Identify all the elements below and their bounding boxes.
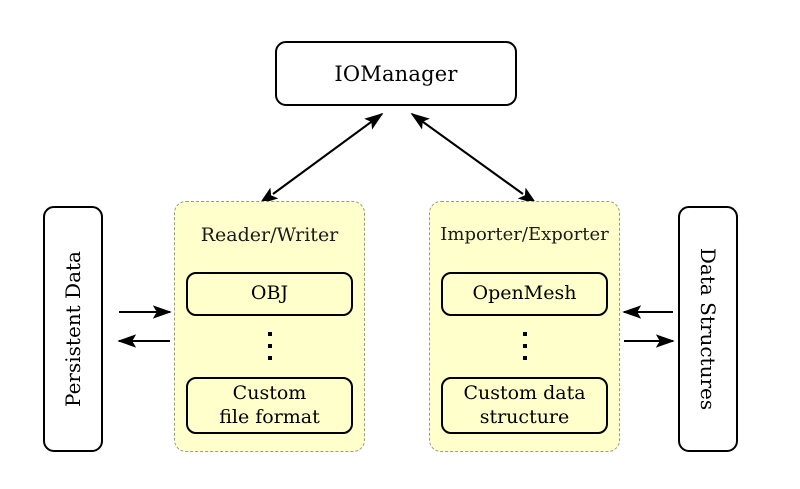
importer-exporter-title: Importer/Exporter: [440, 224, 609, 245]
arrow-manager-readerwriter: [259, 113, 384, 205]
persistent-data-box: Persistent Data: [43, 206, 103, 452]
custom-data-line-1: Custom data: [463, 381, 586, 404]
custom-line-2: file format: [219, 405, 320, 428]
importer-exporter-item-openmesh: OpenMesh: [441, 272, 608, 316]
reader-writer-item-custom: Custom file format: [186, 377, 353, 434]
data-structures-label: Data Structures: [696, 247, 720, 411]
importer-exporter-panel: Importer/Exporter OpenMesh Custom data s…: [429, 201, 620, 452]
reader-writer-item-obj-label: OBJ: [250, 282, 289, 305]
importer-exporter-item-custom-label: Custom data structure: [463, 382, 585, 430]
data-structures-box: Data Structures: [678, 206, 738, 452]
reader-writer-title: Reader/Writer: [200, 224, 339, 246]
persistent-data-label: Persistent Data: [61, 251, 85, 407]
custom-line-1: Custom: [232, 381, 307, 404]
importer-exporter-item-openmesh-label: OpenMesh: [472, 282, 577, 305]
iomanager-label: IOManager: [334, 61, 458, 86]
reader-writer-item-custom-label: Custom file format: [219, 382, 320, 430]
importer-exporter-item-custom: Custom data structure: [441, 377, 608, 434]
importer-exporter-ellipsis-icon: [430, 332, 619, 368]
reader-writer-ellipsis-icon: [175, 332, 364, 368]
reader-writer-item-obj: OBJ: [186, 272, 353, 316]
reader-writer-panel: Reader/Writer OBJ Custom file format: [174, 201, 365, 452]
iomanager-box: IOManager: [275, 41, 517, 106]
custom-data-line-2: structure: [479, 405, 570, 428]
arrow-manager-importerexporter: [410, 113, 537, 205]
